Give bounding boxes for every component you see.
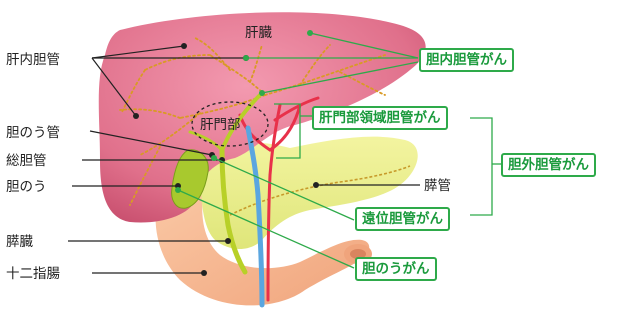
box-intrahepatic-cancer: 胆内胆管がん [419, 48, 514, 72]
label-liver: 肝臓 [245, 25, 272, 41]
label-gallbladder: 胆のう [6, 179, 47, 195]
label-hilum: 肝門部 [200, 117, 241, 133]
box-gallbladder-cancer: 胆のうがん [355, 257, 437, 281]
label-intrahepatic-duct: 肝内胆管 [6, 52, 60, 68]
label-pancreatic-duct: 膵管 [424, 178, 451, 194]
label-pancreas: 膵臓 [6, 234, 33, 250]
box-extrahepatic-cancer: 胆外胆管がん [501, 153, 596, 177]
box-distal-cancer: 遠位胆管がん [355, 207, 450, 231]
label-common-bile-duct: 総胆管 [6, 153, 47, 169]
label-cystic-duct: 胆のう管 [6, 125, 60, 141]
label-duodenum: 十二指腸 [6, 266, 60, 282]
box-hilar-cancer: 肝門部領域胆管がん [312, 106, 448, 130]
